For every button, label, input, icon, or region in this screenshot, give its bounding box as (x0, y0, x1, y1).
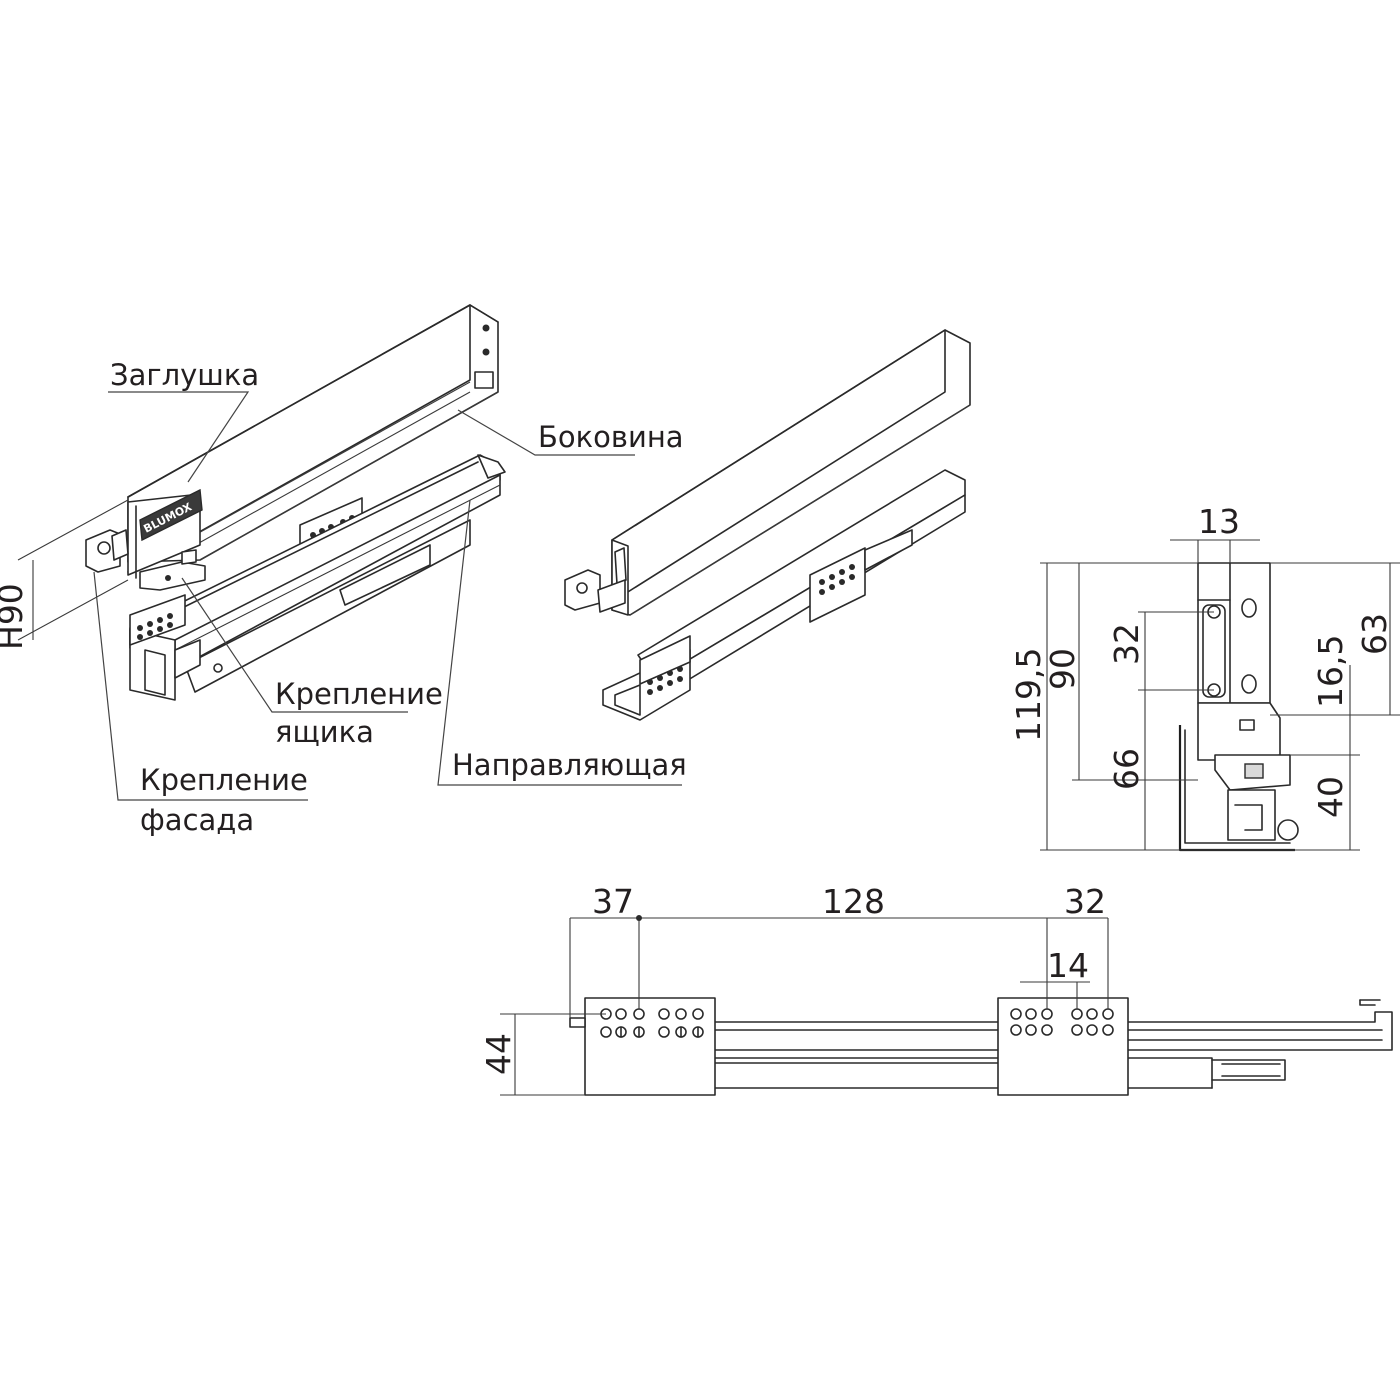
dim-16-5: 16,5 (1311, 635, 1350, 708)
dim-h90-text: H90 (0, 583, 30, 650)
label-plug: Заглушка (110, 358, 259, 392)
dim-44: 44 (479, 1033, 518, 1075)
right-facade-clip (564, 569, 626, 613)
profile-view: 13 119,5 90 32 66 63 16,5 40 (1009, 502, 1400, 852)
dim-32-horizontal: 32 (1064, 882, 1106, 921)
plan-left-plate-holes (600, 1008, 704, 1038)
label-drawer-mount-2: ящика (275, 715, 374, 749)
dim-40: 40 (1311, 776, 1350, 818)
dim-13: 13 (1198, 502, 1240, 541)
dim-119-5: 119,5 (1009, 648, 1048, 742)
label-rail: Направляющая (452, 748, 687, 782)
left-drawer-assembly: BLUMOX (0, 304, 506, 701)
plan-right-plate-holes (1010, 1008, 1114, 1036)
label-side-panel: Боковина (538, 420, 684, 454)
dim-37: 37 (592, 882, 634, 921)
callouts: Заглушка Боковина Крепление ящика Направ… (93, 358, 687, 837)
left-facade-clip (85, 529, 129, 573)
right-side-panel (611, 329, 971, 616)
dim-90: 90 (1043, 648, 1082, 690)
dim-128: 128 (822, 882, 885, 921)
dim-32-vertical: 32 (1107, 623, 1146, 665)
label-facade-mount-1: Крепление (140, 763, 308, 797)
left-rail (129, 454, 506, 701)
plan-view: 37 128 32 14 44 (479, 882, 1393, 1096)
right-rail (602, 469, 966, 721)
dim-h90: H90 (0, 499, 129, 650)
right-drawer-assembly (564, 329, 971, 721)
dim-63: 63 (1355, 613, 1394, 655)
label-drawer-mount-1: Крепление (275, 677, 443, 711)
dim-66: 66 (1107, 748, 1146, 790)
label-facade-mount-2: фасада (140, 803, 254, 837)
left-side-panel: BLUMOX (127, 304, 499, 591)
dim-14: 14 (1047, 946, 1089, 985)
